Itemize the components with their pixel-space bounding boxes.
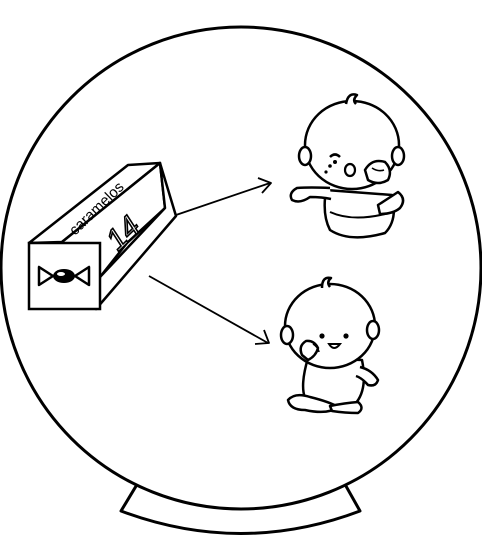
candy-icon (37, 265, 91, 287)
candy-box: caramelos 14 (27, 161, 178, 311)
happy-baby (279, 276, 381, 415)
arrow-to-crying-baby (175, 177, 272, 216)
arrow-to-happy-baby (148, 275, 270, 345)
crying-baby (289, 93, 406, 239)
